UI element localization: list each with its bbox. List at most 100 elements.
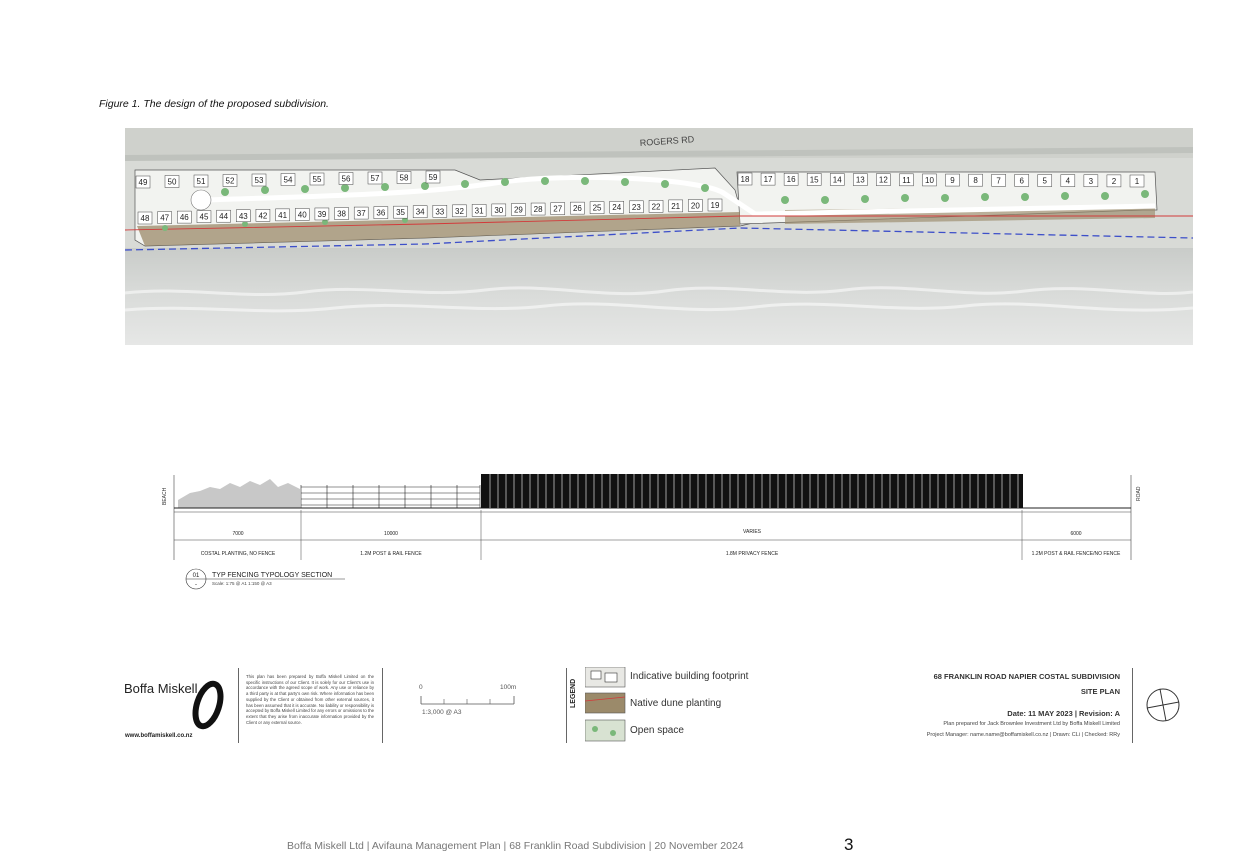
lot-number: 58 <box>400 174 409 183</box>
scale-bar <box>420 696 515 705</box>
lot-footprint <box>314 207 330 221</box>
coastal-planting-silhouette <box>178 479 300 508</box>
lot-footprint <box>309 172 325 186</box>
lot-footprint <box>1060 174 1076 187</box>
lot-footprint <box>783 172 799 186</box>
lot-footprint <box>511 203 526 216</box>
lot-number: 11 <box>902 176 911 185</box>
lot-number: 40 <box>298 210 307 219</box>
lot-footprint <box>737 172 753 186</box>
lot-footprint <box>991 174 1006 187</box>
callout-sub: - <box>195 582 197 588</box>
lot-number: 46 <box>180 213 189 222</box>
lot-footprint <box>629 200 644 214</box>
lot-number: 2 <box>1112 177 1117 186</box>
open-space-swatch <box>585 719 626 742</box>
scale-end: 100m <box>500 684 517 691</box>
lot-footprint <box>609 200 624 214</box>
zone-label: 1.2M POST & RAIL FENCE <box>360 551 422 557</box>
lot-footprint <box>1037 174 1053 187</box>
lot-number: 20 <box>691 201 700 210</box>
lot-number: 56 <box>342 175 351 184</box>
lot-number: 26 <box>573 204 582 213</box>
lot-footprint <box>471 204 487 217</box>
lot-number: 13 <box>856 176 865 185</box>
legend-label: Open space <box>630 725 684 736</box>
lot-footprint <box>425 170 441 184</box>
lot-number: 5 <box>1043 177 1048 186</box>
coastal-line <box>125 227 1193 251</box>
lot-footprint <box>393 205 408 219</box>
lot-number: 17 <box>764 175 773 184</box>
zone-label: COSTAL PLANTING, NO FENCE <box>201 551 276 557</box>
lot-footprint <box>589 201 605 214</box>
lot-footprint <box>196 210 212 223</box>
lot-footprint <box>222 174 238 187</box>
divider <box>238 668 239 743</box>
lot-number: 3 <box>1089 177 1094 186</box>
lot-number: 18 <box>741 175 750 184</box>
native-dune-planting-west <box>137 212 740 246</box>
lot-number: 54 <box>284 176 293 185</box>
disclaimer-text: This plan has been prepared by Boffa Mis… <box>246 674 374 725</box>
cul-de-sac <box>190 189 212 211</box>
lot-number: 35 <box>396 208 405 217</box>
lot-number: 42 <box>258 211 267 220</box>
logo-name: Boffa Miskell <box>124 681 198 696</box>
lot-number: 12 <box>879 176 888 185</box>
dimension-label: VARIES <box>743 529 762 535</box>
lot-number: 37 <box>357 209 366 218</box>
lot-footprint <box>294 208 310 221</box>
lot-footprint <box>177 210 192 224</box>
lot-footprint <box>945 173 960 187</box>
lot-number: 48 <box>141 214 150 223</box>
lot-number: 19 <box>711 201 720 210</box>
lot-footprint <box>760 172 776 186</box>
lot-number: 4 <box>1066 177 1071 186</box>
road-label: ROGERS RD <box>639 134 695 148</box>
lot-number: 53 <box>255 176 264 185</box>
lot-footprint <box>353 206 369 220</box>
lot-number: 57 <box>371 174 380 183</box>
legend-title: LEGEND <box>570 678 577 708</box>
lot-footprint <box>236 209 251 223</box>
lot-footprint <box>968 173 983 187</box>
road-end-label: ROAD <box>1136 486 1142 501</box>
lot-footprint <box>367 171 383 185</box>
lot-footprint <box>137 211 153 225</box>
lot-footprint <box>899 173 914 187</box>
project-manager: Project Manager: name.name@boffamiskell.… <box>926 732 1120 738</box>
dimension-label: 7000 <box>232 531 243 537</box>
lot-footprint <box>707 198 723 212</box>
legend-label: Indicative building footprint <box>630 671 749 682</box>
lot-number: 43 <box>239 212 248 221</box>
lot-footprint <box>396 171 412 184</box>
dimension-label: 10000 <box>384 531 398 537</box>
lot-number: 31 <box>475 206 484 215</box>
lot-number: 38 <box>337 210 346 219</box>
lot-number: 33 <box>435 207 444 216</box>
lot-number: 55 <box>313 175 322 184</box>
lot-footprint <box>491 203 507 217</box>
red-boundary <box>125 215 1193 231</box>
prepared-by: Plan prepared for Jack Brownlee Investme… <box>943 721 1120 727</box>
lot-number: 8 <box>973 176 978 185</box>
lot-footprint <box>157 211 172 224</box>
lot-number: 36 <box>376 209 385 218</box>
lot-number: 27 <box>553 205 562 214</box>
dimension-label: 6000 <box>1070 531 1081 537</box>
lot-footprint <box>251 173 267 187</box>
lot-number: 24 <box>612 203 621 212</box>
lot-number: 22 <box>652 202 661 211</box>
figure-caption: Figure 1. The design of the proposed sub… <box>99 98 329 110</box>
lot-footprint <box>922 173 937 187</box>
lot-number: 6 <box>1019 176 1024 185</box>
north-arrow-icon <box>1146 688 1180 722</box>
privacy-fence <box>481 474 1023 508</box>
lot-footprint <box>135 175 151 189</box>
lot-number: 47 <box>160 214 169 223</box>
lot-footprint <box>1106 174 1122 188</box>
lot-number: 59 <box>429 173 438 182</box>
sea-area <box>125 248 1193 345</box>
lot-footprint <box>216 209 231 223</box>
